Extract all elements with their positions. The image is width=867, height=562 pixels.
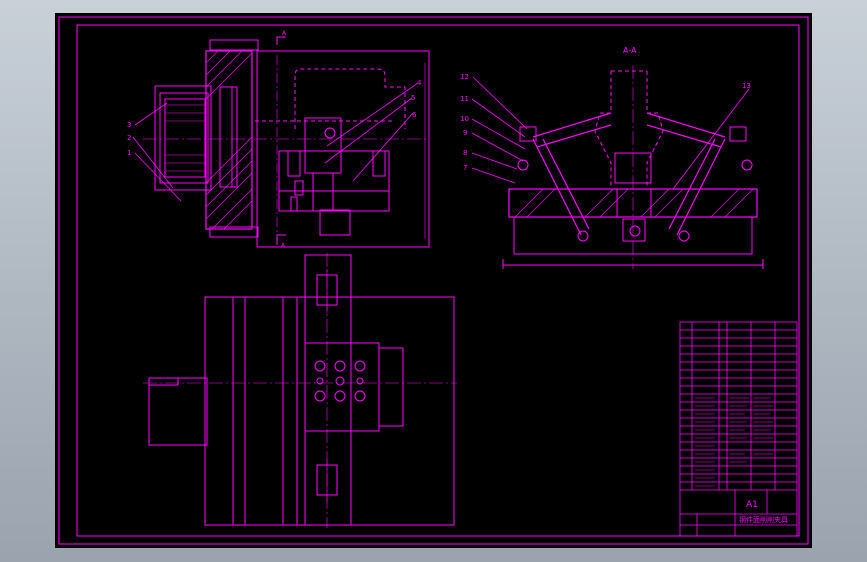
drawing-sheet: A-A A A 4 5 6 3 2 1 12 11 10 9 8 7 13 A1…	[55, 13, 812, 548]
part-number-3: 3	[127, 121, 131, 129]
plan-view	[143, 253, 457, 528]
part-number-13: 13	[742, 82, 751, 90]
cad-drawing: A-A A A 4 5 6 3 2 1 12 11 10 9 8 7 13 A1…	[58, 16, 809, 545]
part-number-7: 7	[463, 164, 467, 172]
part-number-4: 4	[417, 79, 422, 87]
title-block	[679, 321, 798, 537]
part-number-6: 6	[412, 111, 417, 119]
inner-border	[76, 24, 800, 537]
part-number-5: 5	[411, 94, 415, 102]
sheet-size-label: A1	[746, 500, 758, 510]
part-number-12: 12	[460, 73, 469, 81]
part-number-10: 10	[460, 115, 469, 123]
part-number-8: 8	[463, 149, 467, 157]
part-number-2: 2	[127, 134, 131, 142]
part-number-9: 9	[463, 129, 467, 137]
section-marker-top: A	[282, 30, 287, 37]
section-title: A-A	[623, 46, 637, 55]
side-view	[132, 36, 430, 248]
section-aa-view	[471, 65, 764, 269]
part-number-1: 1	[127, 149, 131, 157]
drawing-name: 钢件面削削夹具	[739, 515, 788, 524]
outer-border	[58, 16, 809, 545]
section-marker-bottom: A	[281, 242, 286, 249]
part-number-11: 11	[460, 95, 469, 103]
